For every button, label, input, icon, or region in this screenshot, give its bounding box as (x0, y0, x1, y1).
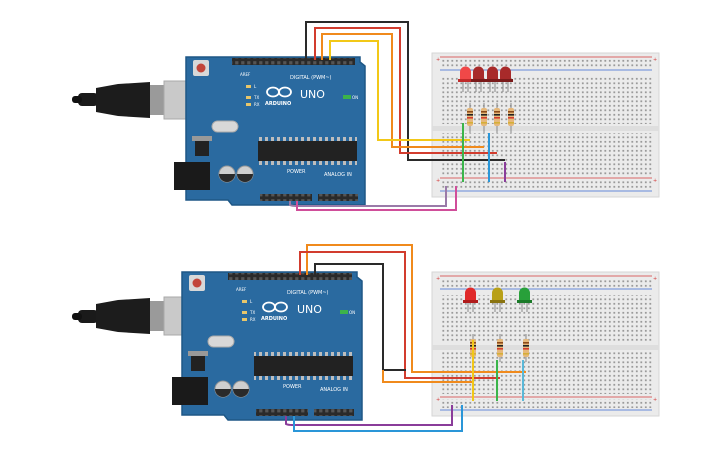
usb-cable-bottom (72, 296, 199, 336)
on-label-bottom: ON (349, 310, 355, 315)
uno-label-bottom: UNO (297, 303, 322, 316)
svg-text:+: + (653, 57, 657, 63)
led-1-top[interactable] (458, 66, 473, 92)
wire-red-top[interactable] (314, 27, 497, 154)
wire-black-bottom[interactable] (314, 263, 406, 371)
svg-text:+: + (436, 178, 440, 184)
atmega-chip-top (258, 141, 357, 161)
wire-orange-top[interactable] (321, 33, 484, 148)
wire-orange-a-bottom[interactable] (306, 244, 526, 373)
usb-cable-top (72, 80, 199, 120)
led-green-bottom[interactable] (517, 287, 532, 313)
svg-text:+: + (436, 397, 440, 403)
arduino-board-bottom[interactable]: AREF DIGITAL (PWM~) L TX RX ARDUINO UNO … (172, 271, 363, 421)
arduino-board-top[interactable]: AREF DIGITAL (PWM~) L TX RX ARDUINO UNO … (174, 56, 366, 206)
aref-label-bottom: AREF (236, 287, 247, 292)
led-3-top[interactable] (485, 66, 500, 92)
dc-jack-top (174, 162, 210, 190)
wire-black-top[interactable] (305, 21, 505, 161)
led-2-top[interactable] (471, 66, 486, 92)
svg-text:+: + (653, 276, 657, 282)
power-label-bottom: POWER (283, 384, 302, 390)
wire-blue-bottom[interactable] (293, 405, 463, 432)
rx-label-top: RX (254, 102, 260, 107)
arduino-logo-bottom: ARDUINO (261, 301, 288, 322)
wires-top (289, 21, 506, 211)
leds-bottom (463, 287, 532, 313)
resistor-1-top[interactable] (467, 103, 473, 133)
resistor-4-top[interactable] (508, 103, 514, 133)
crystal-top (211, 120, 239, 133)
svg-text:+: + (653, 397, 657, 403)
tx-label-top: TX (253, 95, 259, 100)
crystal-bottom (207, 335, 235, 348)
aref-label-top: AREF (240, 72, 251, 77)
svg-text:+: + (436, 276, 440, 282)
resistor-3-bottom[interactable] (523, 334, 529, 362)
leds-top (458, 66, 513, 92)
circuit-bottom: AREF DIGITAL (PWM~) L TX RX ARDUINO UNO … (72, 244, 660, 432)
arduino-logo-top: ARDUINO (265, 86, 292, 107)
svg-text:+: + (436, 57, 440, 63)
wire-purple-bottom[interactable] (285, 405, 453, 426)
led-4-top[interactable] (498, 66, 513, 92)
resistors-top (467, 103, 514, 133)
l-led-label-bottom: L (250, 299, 253, 304)
circuit-top: AREF DIGITAL (PWM~) L TX RX ARDUINO UNO … (72, 21, 660, 211)
analog-label-bottom: ANALOG IN (320, 387, 348, 393)
l-led-label-top: L (254, 84, 257, 89)
rx-label-bottom: RX (250, 317, 256, 322)
svg-text:ARDUINO: ARDUINO (265, 101, 291, 107)
tx-label-bottom: TX (249, 310, 255, 315)
resistor-2-bottom[interactable] (497, 334, 503, 362)
wire-orange-b-bottom[interactable] (382, 370, 473, 383)
wire-red-bottom[interactable] (299, 251, 500, 379)
on-label-top: ON (352, 95, 358, 100)
digital-label-top: DIGITAL (PWM~) (290, 75, 332, 81)
resistor-2-top[interactable] (481, 103, 487, 133)
wires-bottom (285, 244, 526, 432)
wire-purple-top[interactable] (289, 186, 447, 207)
wire-pink-top[interactable] (296, 186, 457, 211)
atmega-chip-bottom (254, 356, 353, 376)
wire-yellow-top[interactable] (329, 40, 470, 141)
dc-jack-bottom (172, 377, 208, 405)
digital-label-bottom: DIGITAL (PWM~) (287, 290, 329, 296)
resistor-3-top[interactable] (494, 103, 500, 133)
power-label-top: POWER (287, 169, 306, 175)
led-yellow-bottom[interactable] (490, 287, 505, 313)
led-red-bottom[interactable] (463, 287, 478, 313)
svg-text:+: + (653, 178, 657, 184)
uno-label-top: UNO (300, 88, 325, 101)
analog-label-top: ANALOG IN (324, 172, 352, 178)
svg-text:ARDUINO: ARDUINO (261, 316, 287, 322)
